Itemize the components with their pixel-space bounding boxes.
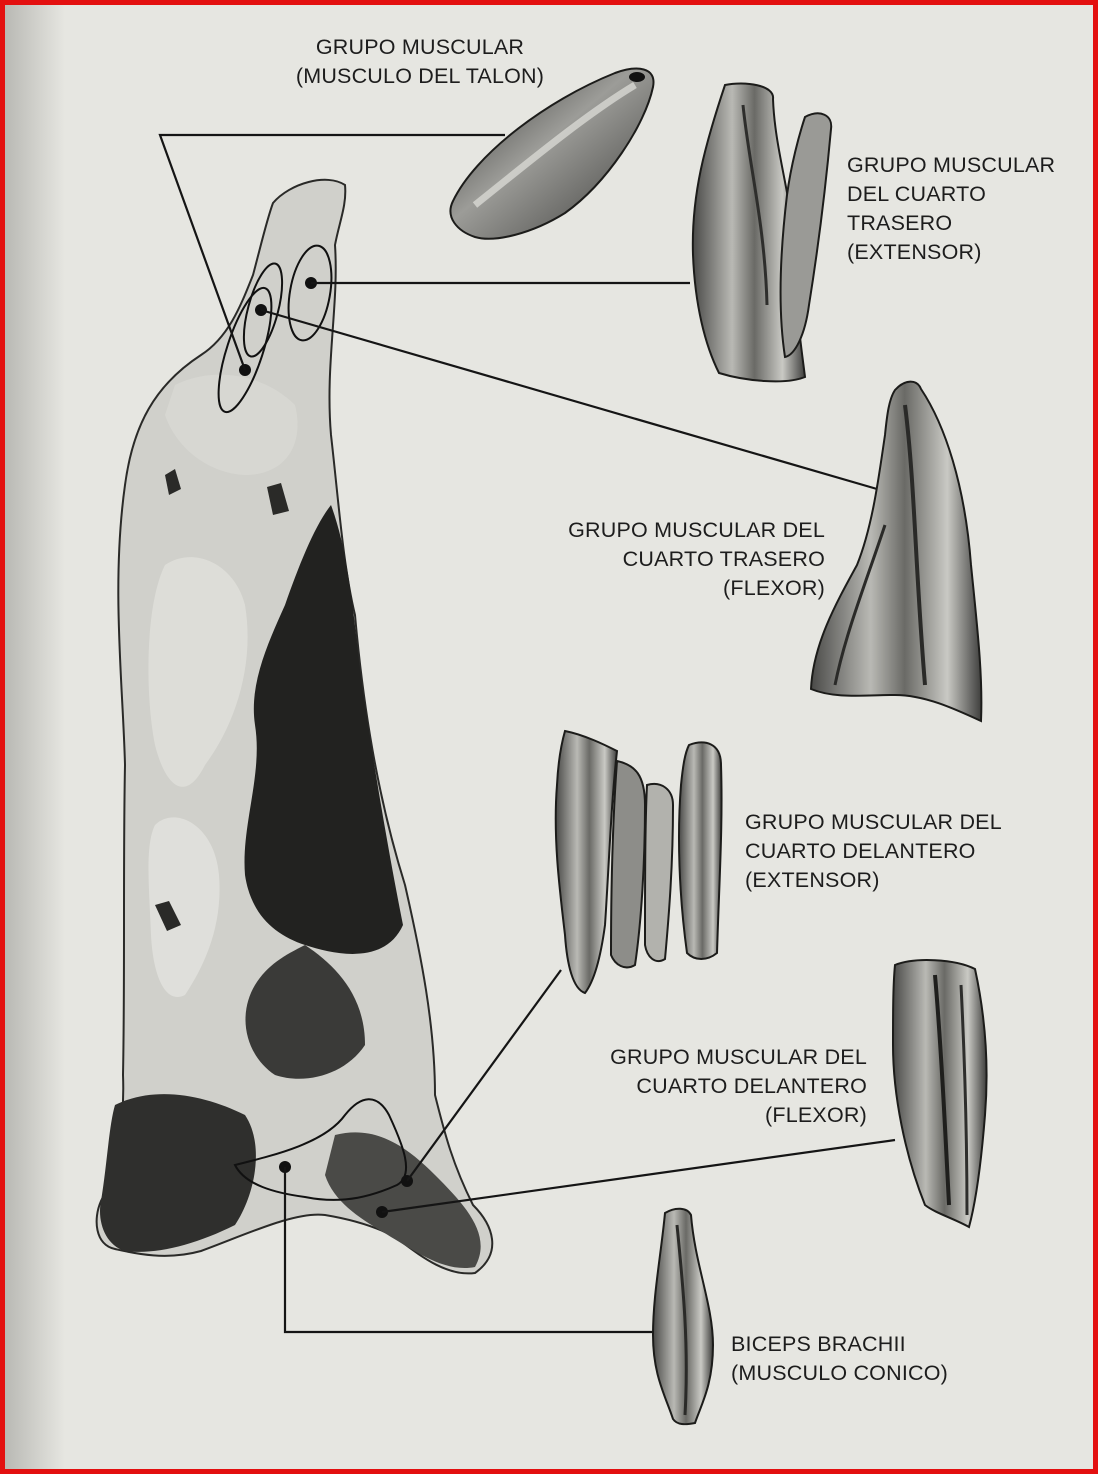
fore-extensor-muscle-drawing [556, 731, 722, 993]
label-line: (MUSCULO DEL TALON) [275, 62, 565, 91]
label-line: BICEPS BRACHII [731, 1330, 948, 1359]
label-hindquarter-flexor: GRUPO MUSCULAR DEL CUARTO TRASERO (FLEXO… [525, 516, 825, 603]
label-line: GRUPO MUSCULAR [275, 33, 565, 62]
label-forequarter-extensor: GRUPO MUSCULAR DEL CUARTO DELANTERO (EXT… [745, 808, 1002, 895]
label-line: (FLEXOR) [565, 1101, 867, 1130]
label-talon-muscle-group: GRUPO MUSCULAR (MUSCULO DEL TALON) [275, 33, 565, 91]
label-line: (EXTENSOR) [745, 866, 1002, 895]
biceps-muscle-drawing [653, 1209, 713, 1424]
label-line: TRASERO [847, 209, 1055, 238]
label-forequarter-flexor: GRUPO MUSCULAR DEL CUARTO DELANTERO (FLE… [565, 1043, 867, 1130]
label-line: CUARTO TRASERO [525, 545, 825, 574]
hind-flexor-muscle-drawing [811, 382, 981, 721]
talon-muscle-drawing [450, 69, 653, 239]
label-line: (FLEXOR) [525, 574, 825, 603]
label-line: GRUPO MUSCULAR DEL [525, 516, 825, 545]
label-line: CUARTO DELANTERO [565, 1072, 867, 1101]
label-line: (MUSCULO CONICO) [731, 1359, 948, 1388]
label-line: DEL CUARTO [847, 180, 1055, 209]
label-line: GRUPO MUSCULAR DEL [745, 808, 1002, 837]
label-line: GRUPO MUSCULAR [847, 151, 1055, 180]
label-line: (EXTENSOR) [847, 238, 1055, 267]
label-hindquarter-extensor: GRUPO MUSCULAR DEL CUARTO TRASERO (EXTEN… [847, 151, 1055, 267]
label-line: CUARTO DELANTERO [745, 837, 1002, 866]
hind-extensor-muscle-drawing [693, 84, 831, 382]
fore-flexor-muscle-drawing [893, 960, 987, 1227]
beef-hindquarter-carcass [97, 180, 493, 1274]
label-biceps-brachii: BICEPS BRACHII (MUSCULO CONICO) [731, 1330, 948, 1388]
label-line: GRUPO MUSCULAR DEL [565, 1043, 867, 1072]
